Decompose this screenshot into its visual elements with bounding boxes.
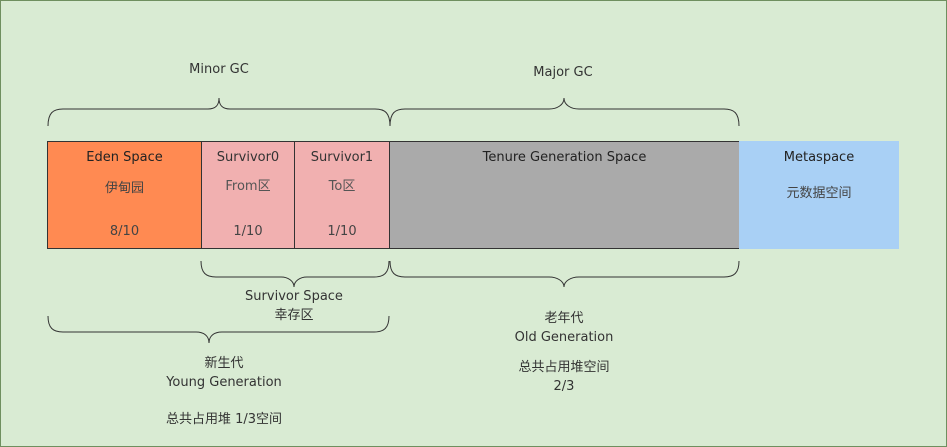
minor-gc-label: Minor GC xyxy=(189,62,249,77)
metaspace-box: Metaspace 元数据空间 xyxy=(739,141,899,249)
minor-gc-brace xyxy=(47,97,391,127)
metaspace-subtitle: 元数据空间 xyxy=(786,186,852,201)
survivor0-box: Survivor0 From区 1/10 xyxy=(201,141,295,249)
survivor0-title: Survivor0 xyxy=(216,150,280,165)
old-generation-label-cn: 老年代 xyxy=(544,311,584,326)
survivor-space-label-cn: 幸存区 xyxy=(274,308,314,323)
eden-space-ratio: 8/10 xyxy=(109,224,140,239)
survivor1-title: Survivor1 xyxy=(310,150,374,165)
tenure-space-box: Tenure Generation Space xyxy=(389,141,740,249)
eden-space-title: Eden Space xyxy=(86,150,163,165)
survivor0-ratio: 1/10 xyxy=(233,224,263,239)
old-generation-heap-share-label: 总共占用堆空间 xyxy=(518,360,610,375)
tenure-space-title: Tenure Generation Space xyxy=(482,150,647,165)
eden-space-subtitle: 伊甸园 xyxy=(104,181,144,196)
survivor1-ratio: 1/10 xyxy=(327,224,357,239)
metaspace-title: Metaspace xyxy=(783,150,855,165)
survivor1-box: Survivor1 To区 1/10 xyxy=(294,141,390,249)
survivor-space-brace xyxy=(200,260,390,288)
survivor1-subtitle: To区 xyxy=(328,179,356,194)
survivor-space-label: Survivor Space xyxy=(245,289,343,304)
major-gc-brace xyxy=(389,97,740,127)
eden-space-box: Eden Space 伊甸园 8/10 xyxy=(47,141,202,249)
young-generation-label-cn: 新生代 xyxy=(204,356,244,371)
young-generation-label: Young Generation xyxy=(166,375,282,390)
old-generation-heap-share-value: 2/3 xyxy=(553,379,575,394)
young-generation-brace xyxy=(47,315,390,344)
major-gc-label: Major GC xyxy=(533,65,593,80)
old-generation-brace xyxy=(389,260,740,288)
young-generation-heap-share: 总共占用堆 1/3空间 xyxy=(165,412,283,427)
old-generation-label: Old Generation xyxy=(514,330,614,345)
survivor0-subtitle: From区 xyxy=(225,179,271,194)
